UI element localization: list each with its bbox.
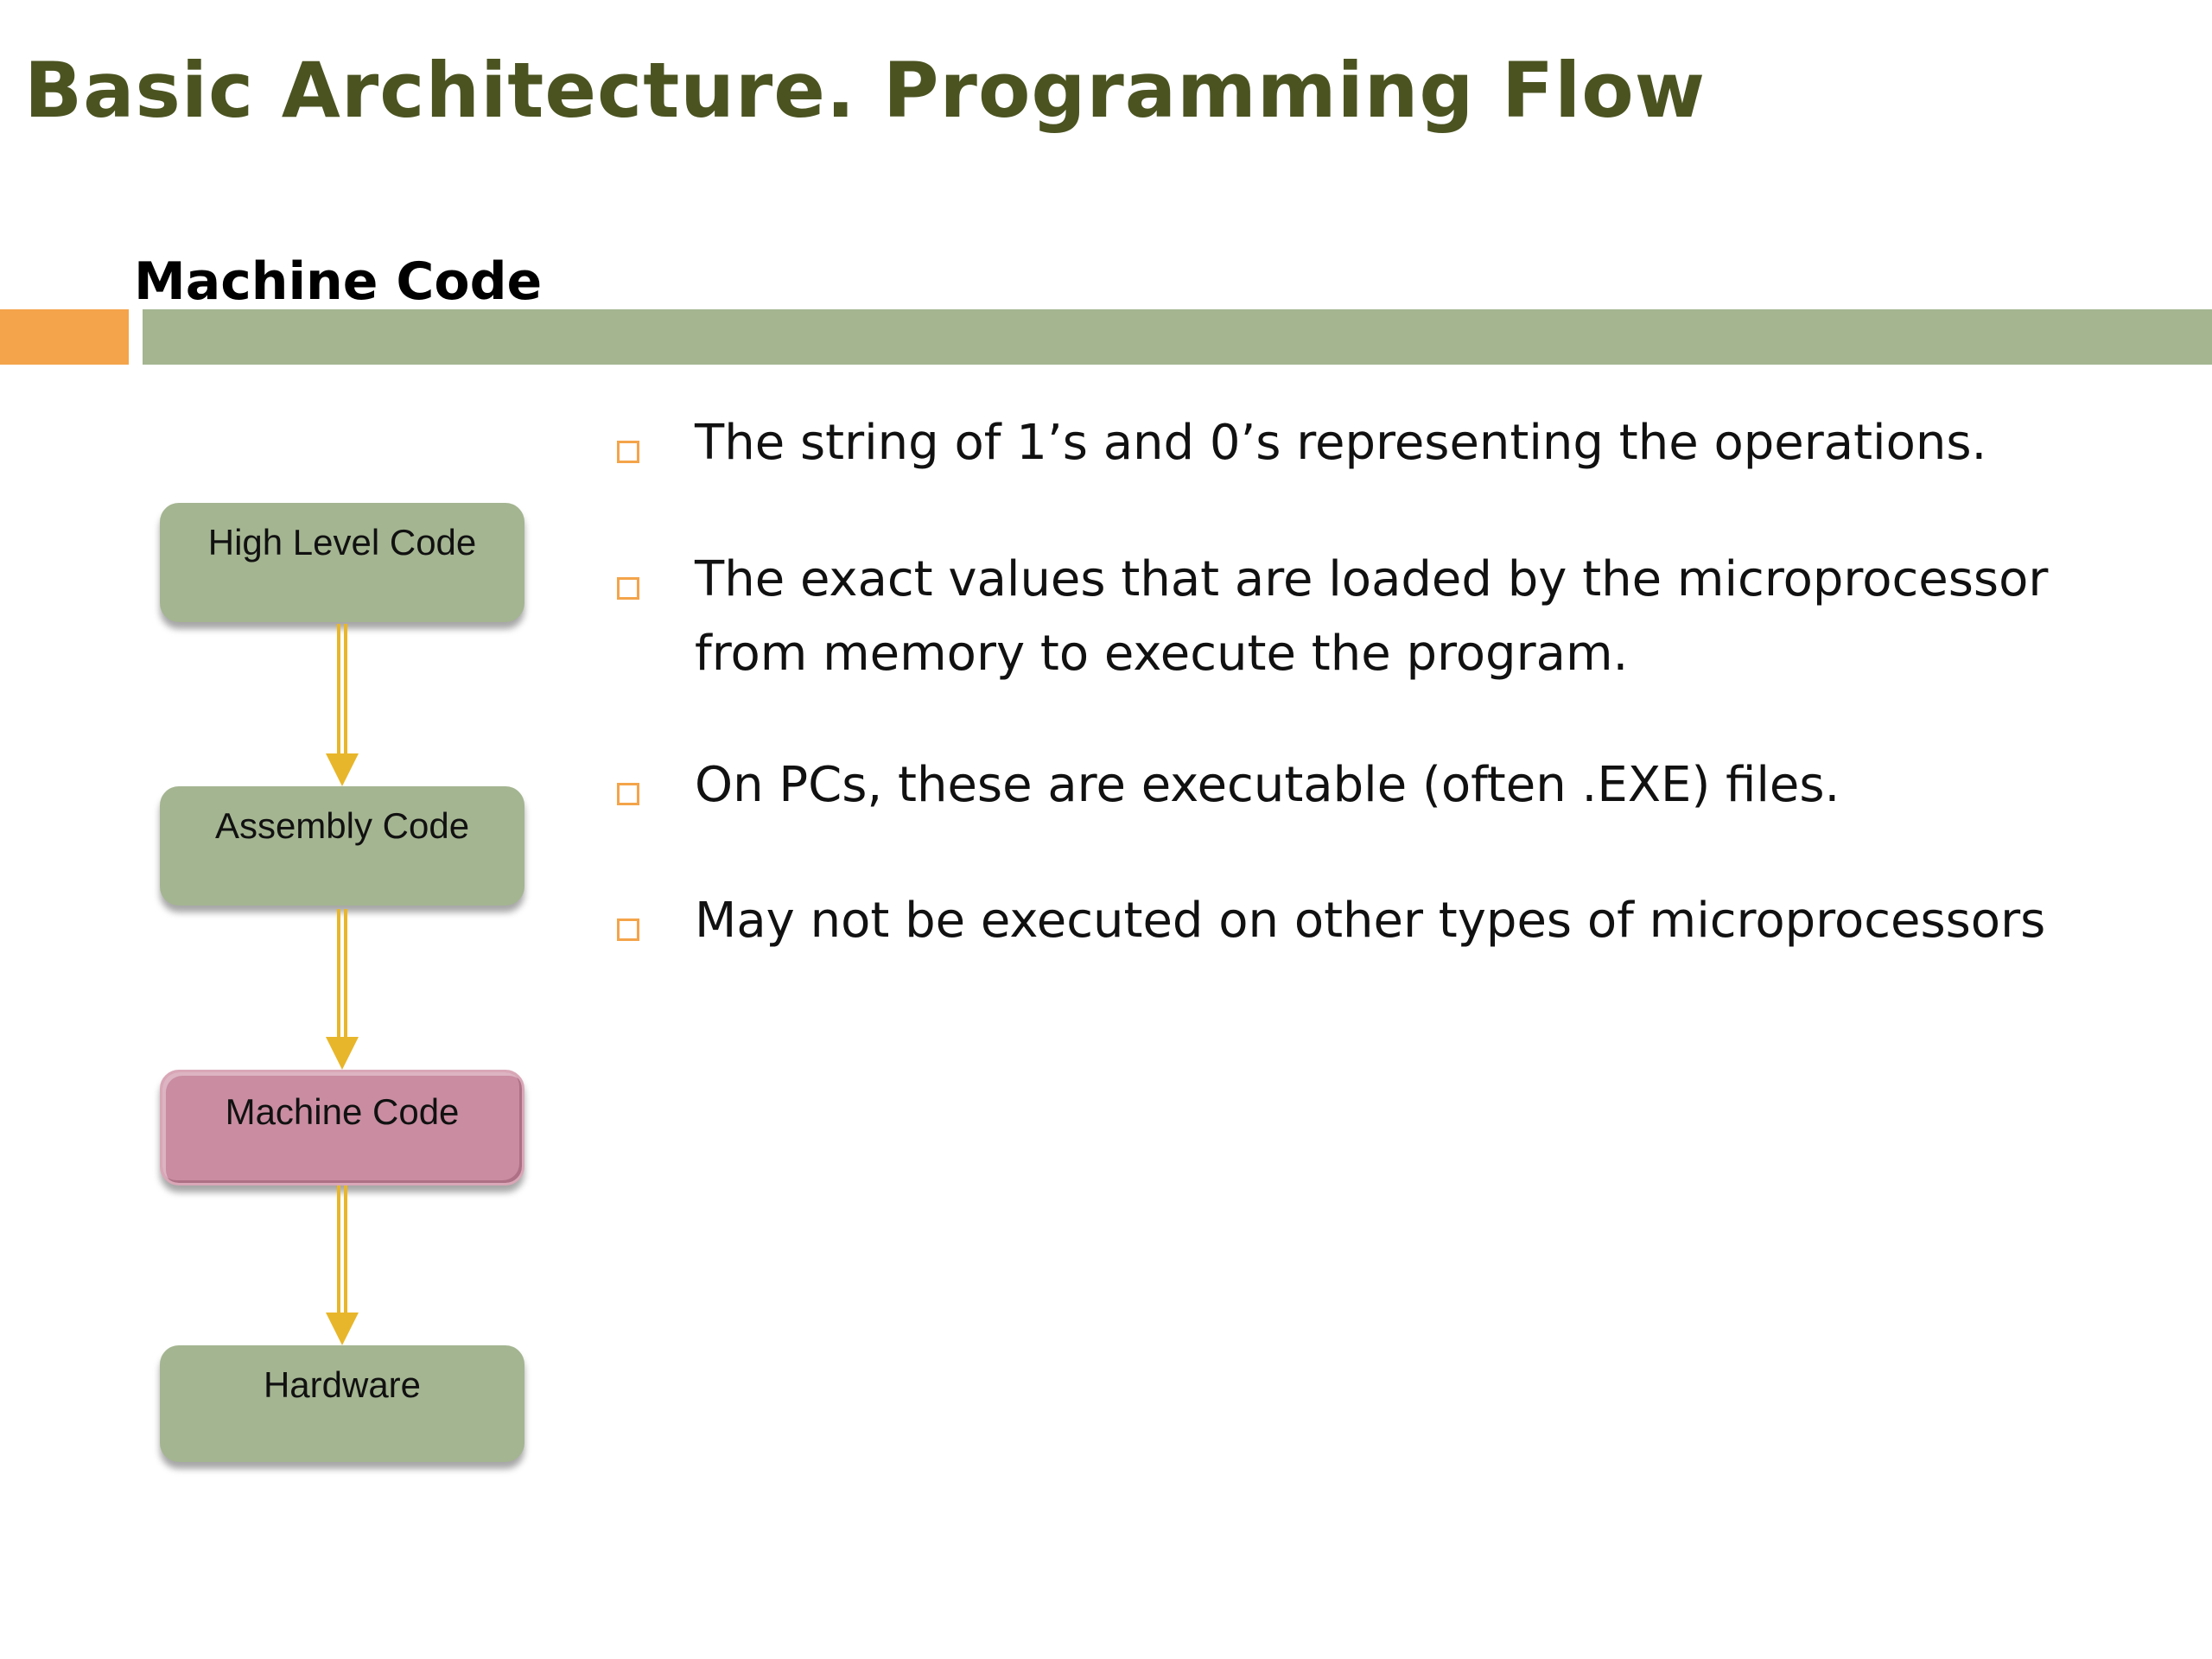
section-heading: Machine Code: [134, 251, 543, 312]
flow-step-assembly-code: Assembly Code: [160, 786, 524, 906]
green-header-bar: [143, 309, 2212, 365]
flow-step-label: High Level Code: [207, 522, 477, 563]
flow-step-label: Assembly Code: [214, 805, 470, 846]
flow-step-machine-code: Machine Code: [160, 1070, 524, 1185]
bullet-text: On PCs, these are executable (often .EXE…: [695, 757, 1840, 813]
bullet-text: The string of 1’s and 0’s representing t…: [695, 415, 1987, 471]
square-bullet-icon: [617, 441, 639, 463]
bullet-text-continued: from memory to execute the program.: [695, 626, 1629, 682]
flow-step-high-level-code: High Level Code: [160, 503, 524, 622]
square-bullet-icon: [617, 918, 639, 941]
down-arrow-icon: [326, 909, 359, 1070]
bullet-text: The exact values that are loaded by the …: [695, 551, 2049, 607]
flow-step-label: Machine Code: [225, 1091, 460, 1132]
bullet-text: May not be executed on other types of mi…: [695, 893, 2046, 949]
down-arrow-icon: [326, 1185, 359, 1345]
slide-title: Basic Architecture. Programming Flow: [24, 46, 1707, 135]
square-bullet-icon: [617, 577, 639, 600]
orange-accent-bar: [0, 309, 129, 365]
down-arrow-icon: [326, 624, 359, 786]
flow-step-hardware: Hardware: [160, 1345, 524, 1462]
square-bullet-icon: [617, 783, 639, 805]
flow-step-label: Hardware: [263, 1364, 422, 1405]
